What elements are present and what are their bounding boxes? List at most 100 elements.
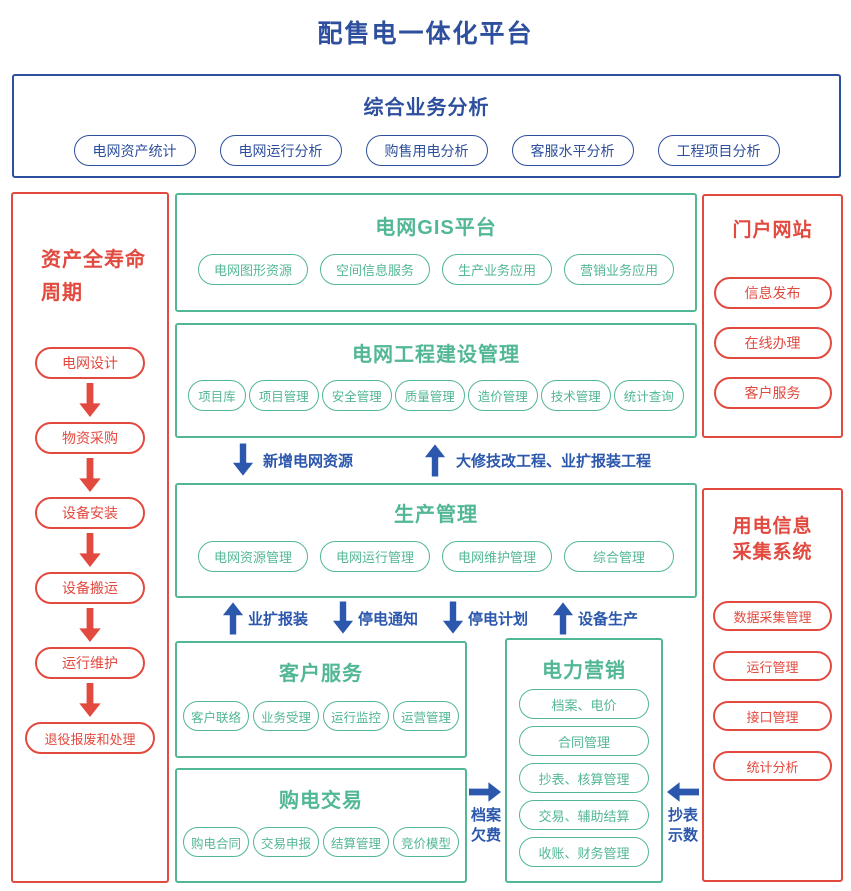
purchase-pill-3: 结算管理: [323, 827, 390, 857]
metering-pill-3: 接口管理: [713, 701, 832, 731]
flow-label-archive: 档案: [470, 807, 501, 824]
production-box: 生产管理 电网资源管理 电网运行管理 电网维护管理 综合管理: [175, 483, 697, 598]
metering-title-line2: 采集系统: [732, 542, 813, 563]
purchase-pill-1: 购电合同: [182, 827, 249, 857]
construction-pill-1: 项目库: [188, 380, 246, 411]
down-arrow-icon: [79, 608, 101, 643]
up-arrow-icon: [552, 602, 574, 635]
purchase-title: 购电交易: [279, 790, 363, 812]
page-title: 配售电一体化平台: [317, 20, 534, 48]
up-arrow-icon: [222, 602, 244, 635]
down-arrow-icon: [442, 601, 464, 634]
purchase-pill-row: 购电合同 交易申报 结算管理 竞价模型: [177, 827, 465, 857]
gis-pill-2: 空间信息服务: [320, 254, 430, 285]
analysis-pill-3: 购售用电分析: [365, 135, 488, 166]
lifecycle-step-3: 设备安装: [35, 497, 145, 529]
analysis-pill-1: 电网资产统计: [73, 135, 196, 166]
flow-label-archive-arrears: 档案 欠费: [465, 806, 507, 845]
analysis-pill-5: 工程项目分析: [657, 135, 780, 166]
lifecycle-step-6: 退役报废和处理: [25, 722, 155, 754]
metering-pill-column: 数据采集管理 运行管理 接口管理 统计分析: [704, 601, 841, 781]
flow-label-overhaul-expansion: 大修技改工程、业扩报装工程: [456, 453, 652, 470]
flow-label-outage-plan: 停电计划: [468, 611, 529, 628]
gis-title: 电网GIS平台: [375, 217, 497, 239]
flow-label-expansion-report: 业扩报装: [248, 611, 309, 628]
gis-pill-row: 电网图形资源 空间信息服务 生产业务应用 营销业务应用: [177, 254, 695, 285]
flow-label-meter-reading-value: 抄表 示数: [662, 806, 704, 845]
lifecycle-step-2: 物资采购: [35, 422, 145, 454]
gis-box: 电网GIS平台 电网图形资源 空间信息服务 生产业务应用 营销业务应用: [175, 193, 697, 312]
down-arrow-icon: [79, 383, 101, 418]
production-title: 生产管理: [394, 504, 478, 526]
analysis-pill-4: 客服水平分析: [511, 135, 634, 166]
construction-pill-row: 项目库 项目管理 安全管理 质量管理 造价管理 技术管理 统计查询: [177, 380, 695, 411]
portal-pill-3: 客户服务: [713, 377, 832, 409]
construction-title: 电网工程建设管理: [352, 344, 520, 366]
up-arrow-icon: [424, 444, 446, 477]
down-arrow-icon: [332, 601, 354, 634]
analysis-box: 综合业务分析 电网资产统计 电网运行分析 购售用电分析 客服水平分析 工程项目分…: [12, 74, 841, 178]
customer-pill-4: 运营管理: [393, 701, 460, 731]
lifecycle-title: 资产全寿命 周期: [41, 244, 146, 310]
customer-pill-row: 客户联络 业务受理 运行监控 运营管理: [177, 701, 465, 731]
customer-pill-3: 运行监控: [323, 701, 390, 731]
marketing-pill-4: 交易、辅助结算: [519, 800, 649, 830]
marketing-pill-column: 档案、电价 合同管理 抄表、核算管理 交易、辅助结算 收账、财务管理: [507, 689, 661, 867]
metering-pill-1: 数据采集管理: [713, 601, 832, 631]
production-pill-4: 综合管理: [564, 541, 674, 572]
gis-pill-4: 营销业务应用: [564, 254, 674, 285]
portal-title: 门户网站: [732, 220, 813, 241]
lifecycle-title-line2: 周期: [41, 282, 83, 304]
portal-box: 门户网站 信息发布 在线办理 客户服务: [702, 194, 843, 438]
gis-pill-1: 电网图形资源: [198, 254, 308, 285]
construction-pill-6: 技术管理: [540, 380, 611, 411]
customer-title: 客户服务: [279, 663, 363, 685]
right-arrow-icon: [469, 782, 502, 802]
construction-pill-7: 统计查询: [613, 380, 684, 411]
flow-label-reading-value: 示数: [667, 826, 698, 844]
customer-pill-2: 业务受理: [252, 701, 319, 731]
marketing-title: 电力营销: [542, 660, 626, 682]
flow-label-outage-notice: 停电通知: [358, 611, 419, 628]
production-pill-row: 电网资源管理 电网运行管理 电网维护管理 综合管理: [177, 541, 695, 572]
left-arrow-icon: [666, 782, 699, 802]
down-arrow-icon: [232, 443, 254, 476]
lifecycle-flow: 电网设计 物资采购 设备安装 设备搬运 运行维护 退役报废和处理: [13, 347, 167, 754]
customer-pill-1: 客户联络: [182, 701, 249, 731]
portal-pill-column: 信息发布 在线办理 客户服务: [704, 277, 841, 409]
production-pill-3: 电网维护管理: [442, 541, 552, 572]
analysis-pill-2: 电网运行分析: [219, 135, 342, 166]
marketing-pill-2: 合同管理: [519, 726, 649, 756]
construction-box: 电网工程建设管理 项目库 项目管理 安全管理 质量管理 造价管理 技术管理 统计…: [175, 323, 697, 438]
purchase-pill-4: 竞价模型: [393, 827, 460, 857]
lifecycle-box: 资产全寿命 周期 电网设计 物资采购 设备安装 设备搬运 运行维护 退役报废和处…: [11, 192, 169, 883]
customer-box: 客户服务 客户联络 业务受理 运行监控 运营管理: [175, 641, 467, 758]
purchase-box: 购电交易 购电合同 交易申报 结算管理 竞价模型: [175, 768, 467, 883]
down-arrow-icon: [79, 683, 101, 718]
lifecycle-step-5: 运行维护: [35, 647, 145, 679]
marketing-box: 电力营销 档案、电价 合同管理 抄表、核算管理 交易、辅助结算 收账、财务管理: [505, 638, 663, 883]
construction-pill-3: 安全管理: [321, 380, 392, 411]
down-arrow-icon: [79, 458, 101, 493]
portal-pill-2: 在线办理: [713, 327, 832, 359]
purchase-pill-2: 交易申报: [252, 827, 319, 857]
lifecycle-title-line1: 资产全寿命: [41, 249, 146, 271]
metering-title-line1: 用电信息: [732, 516, 813, 537]
flow-label-arrears: 欠费: [470, 826, 501, 844]
construction-pill-5: 造价管理: [467, 380, 538, 411]
portal-pill-1: 信息发布: [713, 277, 832, 309]
construction-pill-4: 质量管理: [394, 380, 465, 411]
metering-pill-4: 统计分析: [713, 751, 832, 781]
metering-box: 用电信息 采集系统 数据采集管理 运行管理 接口管理 统计分析: [702, 488, 843, 882]
construction-pill-2: 项目管理: [248, 380, 319, 411]
flow-label-meter-reading: 抄表: [667, 807, 698, 824]
production-pill-1: 电网资源管理: [198, 541, 308, 572]
analysis-title: 综合业务分析: [363, 97, 490, 119]
gis-pill-3: 生产业务应用: [442, 254, 552, 285]
flow-label-new-grid-resource: 新增电网资源: [263, 453, 354, 470]
flow-label-equipment-production: 设备生产: [578, 611, 639, 628]
down-arrow-icon: [79, 533, 101, 568]
marketing-pill-5: 收账、财务管理: [519, 837, 649, 867]
metering-title: 用电信息 采集系统: [704, 514, 841, 566]
